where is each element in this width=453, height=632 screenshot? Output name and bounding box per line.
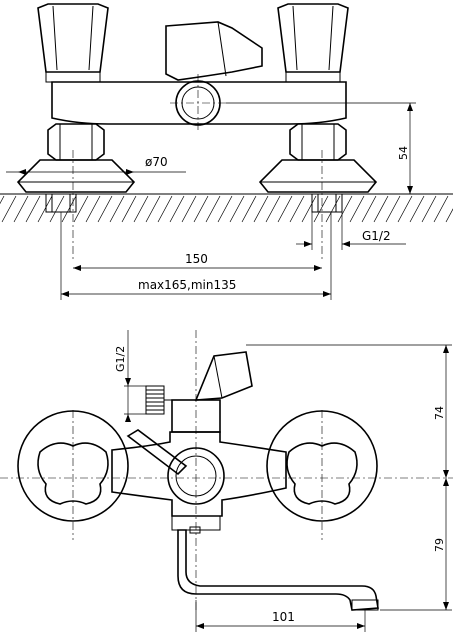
left-flange — [16, 123, 136, 193]
hatch-line — [169, 195, 185, 223]
dimension-spacing-label: 150 — [185, 252, 208, 266]
hatch-line — [253, 195, 269, 223]
spout — [171, 515, 379, 611]
hatch-line — [85, 195, 101, 223]
dimension-thread-front: G1/2 — [114, 330, 146, 422]
dimension-lower-label: 79 — [433, 538, 446, 552]
left-rosette — [17, 410, 129, 522]
hatch-line — [325, 195, 341, 223]
hatch-line — [25, 195, 41, 223]
dimension-diameter-label: ø70 — [145, 155, 168, 169]
dimension-diameter: ø70 — [6, 155, 186, 175]
hatch-line — [73, 195, 89, 223]
hatch-line — [313, 195, 329, 223]
hatch-line — [265, 195, 281, 223]
hatch-line — [337, 195, 353, 223]
dimension-height-label: 54 — [397, 146, 410, 160]
dimension-height: 54 — [226, 102, 416, 195]
hatch-line — [205, 195, 221, 223]
right-flange — [258, 123, 378, 193]
dimension-thread-top: G1/2 — [296, 212, 406, 250]
hatch-line — [229, 195, 245, 223]
dimension-upper: 74 — [246, 344, 452, 478]
dimension-spout: 101 — [195, 600, 366, 632]
hatch-line — [217, 195, 233, 223]
hatch-line — [241, 195, 257, 223]
top-view: 54 ø70 G1/2 150 — [0, 3, 453, 300]
hatch-line — [0, 195, 5, 205]
hatch-line — [37, 195, 53, 223]
right-handle — [277, 3, 349, 83]
hatch-line — [409, 195, 425, 223]
diverter-lever — [165, 21, 263, 81]
hatch-line — [61, 195, 77, 223]
hatch-line — [49, 195, 65, 223]
hatch-line — [445, 208, 453, 223]
hatch-line — [121, 195, 137, 223]
hatch-line — [109, 195, 125, 223]
shower-outlet — [145, 351, 253, 433]
hatch-line — [385, 195, 401, 223]
diverter-lever-front — [126, 429, 188, 476]
hatch-line — [433, 195, 449, 223]
right-eccentric — [311, 193, 343, 213]
dimension-spout-label: 101 — [272, 610, 295, 624]
left-handle — [37, 3, 109, 83]
dimension-thread-front-label: G1/2 — [114, 346, 127, 372]
hatch-line — [157, 195, 173, 223]
thread-connector — [145, 385, 172, 415]
hatch-line — [1, 195, 17, 223]
mixer-body-front — [111, 431, 287, 517]
dimension-spacing: 150 — [73, 252, 322, 271]
mixer-body — [51, 74, 347, 130]
left-eccentric — [45, 193, 77, 213]
hatch-line — [97, 195, 113, 223]
hatch-line — [13, 195, 29, 223]
front-view: G1/2 74 79 101 — [0, 330, 453, 632]
hatch-line — [373, 195, 389, 223]
hatch-line — [421, 195, 437, 223]
dimension-range-label: max165,min135 — [138, 278, 236, 292]
hatch-line — [133, 195, 149, 223]
hatch-line — [397, 195, 413, 223]
hatch-line — [301, 195, 317, 223]
hatch-line — [193, 195, 209, 223]
hatch-line — [361, 195, 377, 223]
hatch-line — [145, 195, 161, 223]
dimension-upper-label: 74 — [433, 406, 446, 420]
wall-surface — [0, 193, 453, 223]
right-rosette — [266, 410, 378, 522]
hatch-line — [289, 195, 305, 223]
hatch-line — [349, 195, 365, 223]
hatch-line — [277, 195, 293, 223]
dimension-range: max165,min135 — [60, 212, 332, 300]
hatch-line — [181, 195, 197, 223]
dimension-lower: 79 — [380, 478, 452, 611]
dimension-thread-top-label: G1/2 — [362, 229, 391, 243]
